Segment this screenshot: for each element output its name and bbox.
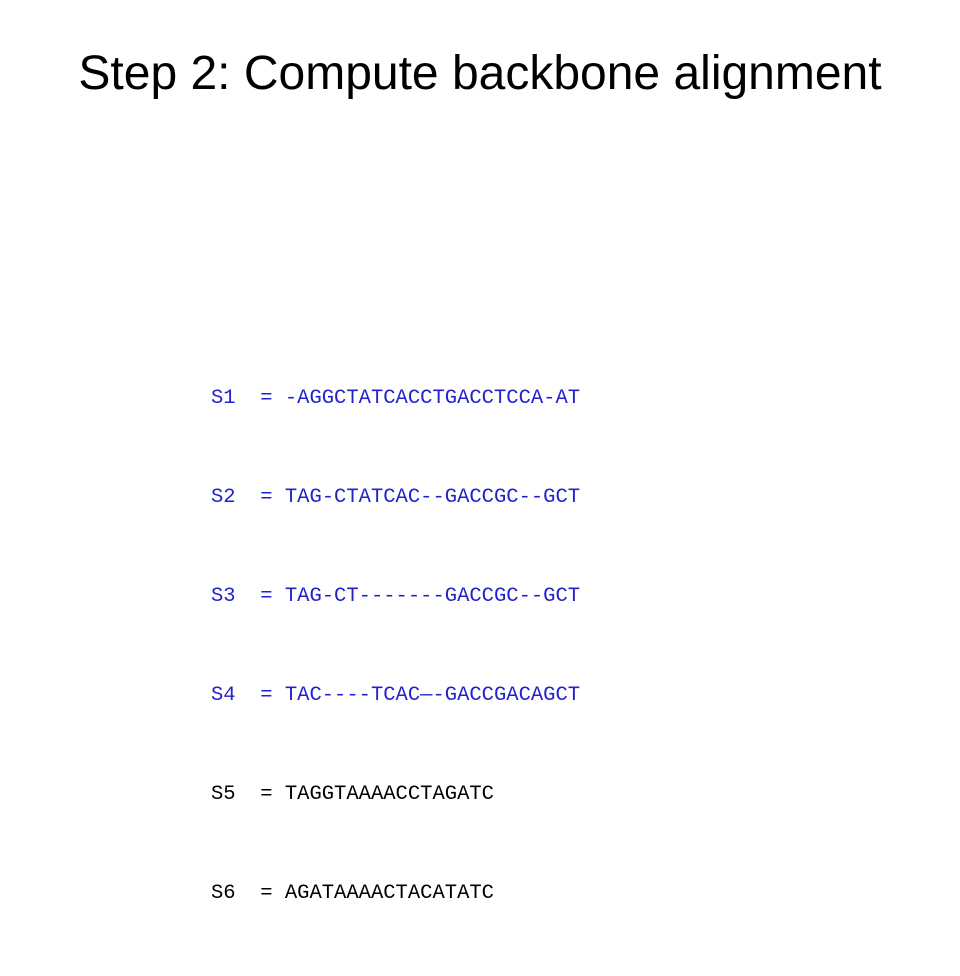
sequence-row-s2: S2 = TAG-CTATCAC--GACCGC--GCT [211, 481, 580, 514]
sequence-label: S3 [211, 585, 236, 608]
slide-title: Step 2: Compute backbone alignment [78, 47, 882, 100]
sequence-row-s5: S5 = TAGGTAAAACCTAGATC [211, 778, 580, 811]
sequence-label: S6 [211, 882, 236, 905]
sequence-row-s4: S4 = TAC----TCAC—-GACCGACAGCT [211, 679, 580, 712]
sequence-text: TAG-CT-------GACCGC--GCT [284, 585, 581, 608]
sequence-label: S1 [211, 387, 236, 410]
sequence-row-s6: S6 = AGATAAAACTACATATC [211, 877, 580, 910]
slide: Step 2: Compute backbone alignment S1 = … [78, 47, 882, 905]
sequence-text: AGATAAAACTACATATC [284, 882, 494, 905]
equals-sign: = [260, 783, 273, 806]
equals-sign: = [260, 387, 273, 410]
sequence-label: S4 [211, 684, 236, 707]
equals-sign: = [260, 585, 273, 608]
equals-sign: = [260, 486, 273, 509]
sequence-text: TAGGTAAAACCTAGATC [284, 783, 494, 806]
sequence-text: TAC----TCAC—-GACCGACAGCT [284, 684, 581, 707]
sequence-row-s3: S3 = TAG-CT-------GACCGC--GCT [211, 580, 580, 613]
equals-sign: = [260, 882, 273, 905]
equals-sign: = [260, 684, 273, 707]
sequence-text: -AGGCTATCACCTGACCTCCA-AT [284, 387, 581, 410]
sequence-label: S5 [211, 783, 236, 806]
sequence-alignment: S1 = -AGGCTATCACCTGACCTCCA-AT S2 = TAG-C… [211, 316, 580, 976]
sequence-label: S2 [211, 486, 236, 509]
sequence-row-s1: S1 = -AGGCTATCACCTGACCTCCA-AT [211, 382, 580, 415]
sequence-text: TAG-CTATCAC--GACCGC--GCT [284, 486, 581, 509]
